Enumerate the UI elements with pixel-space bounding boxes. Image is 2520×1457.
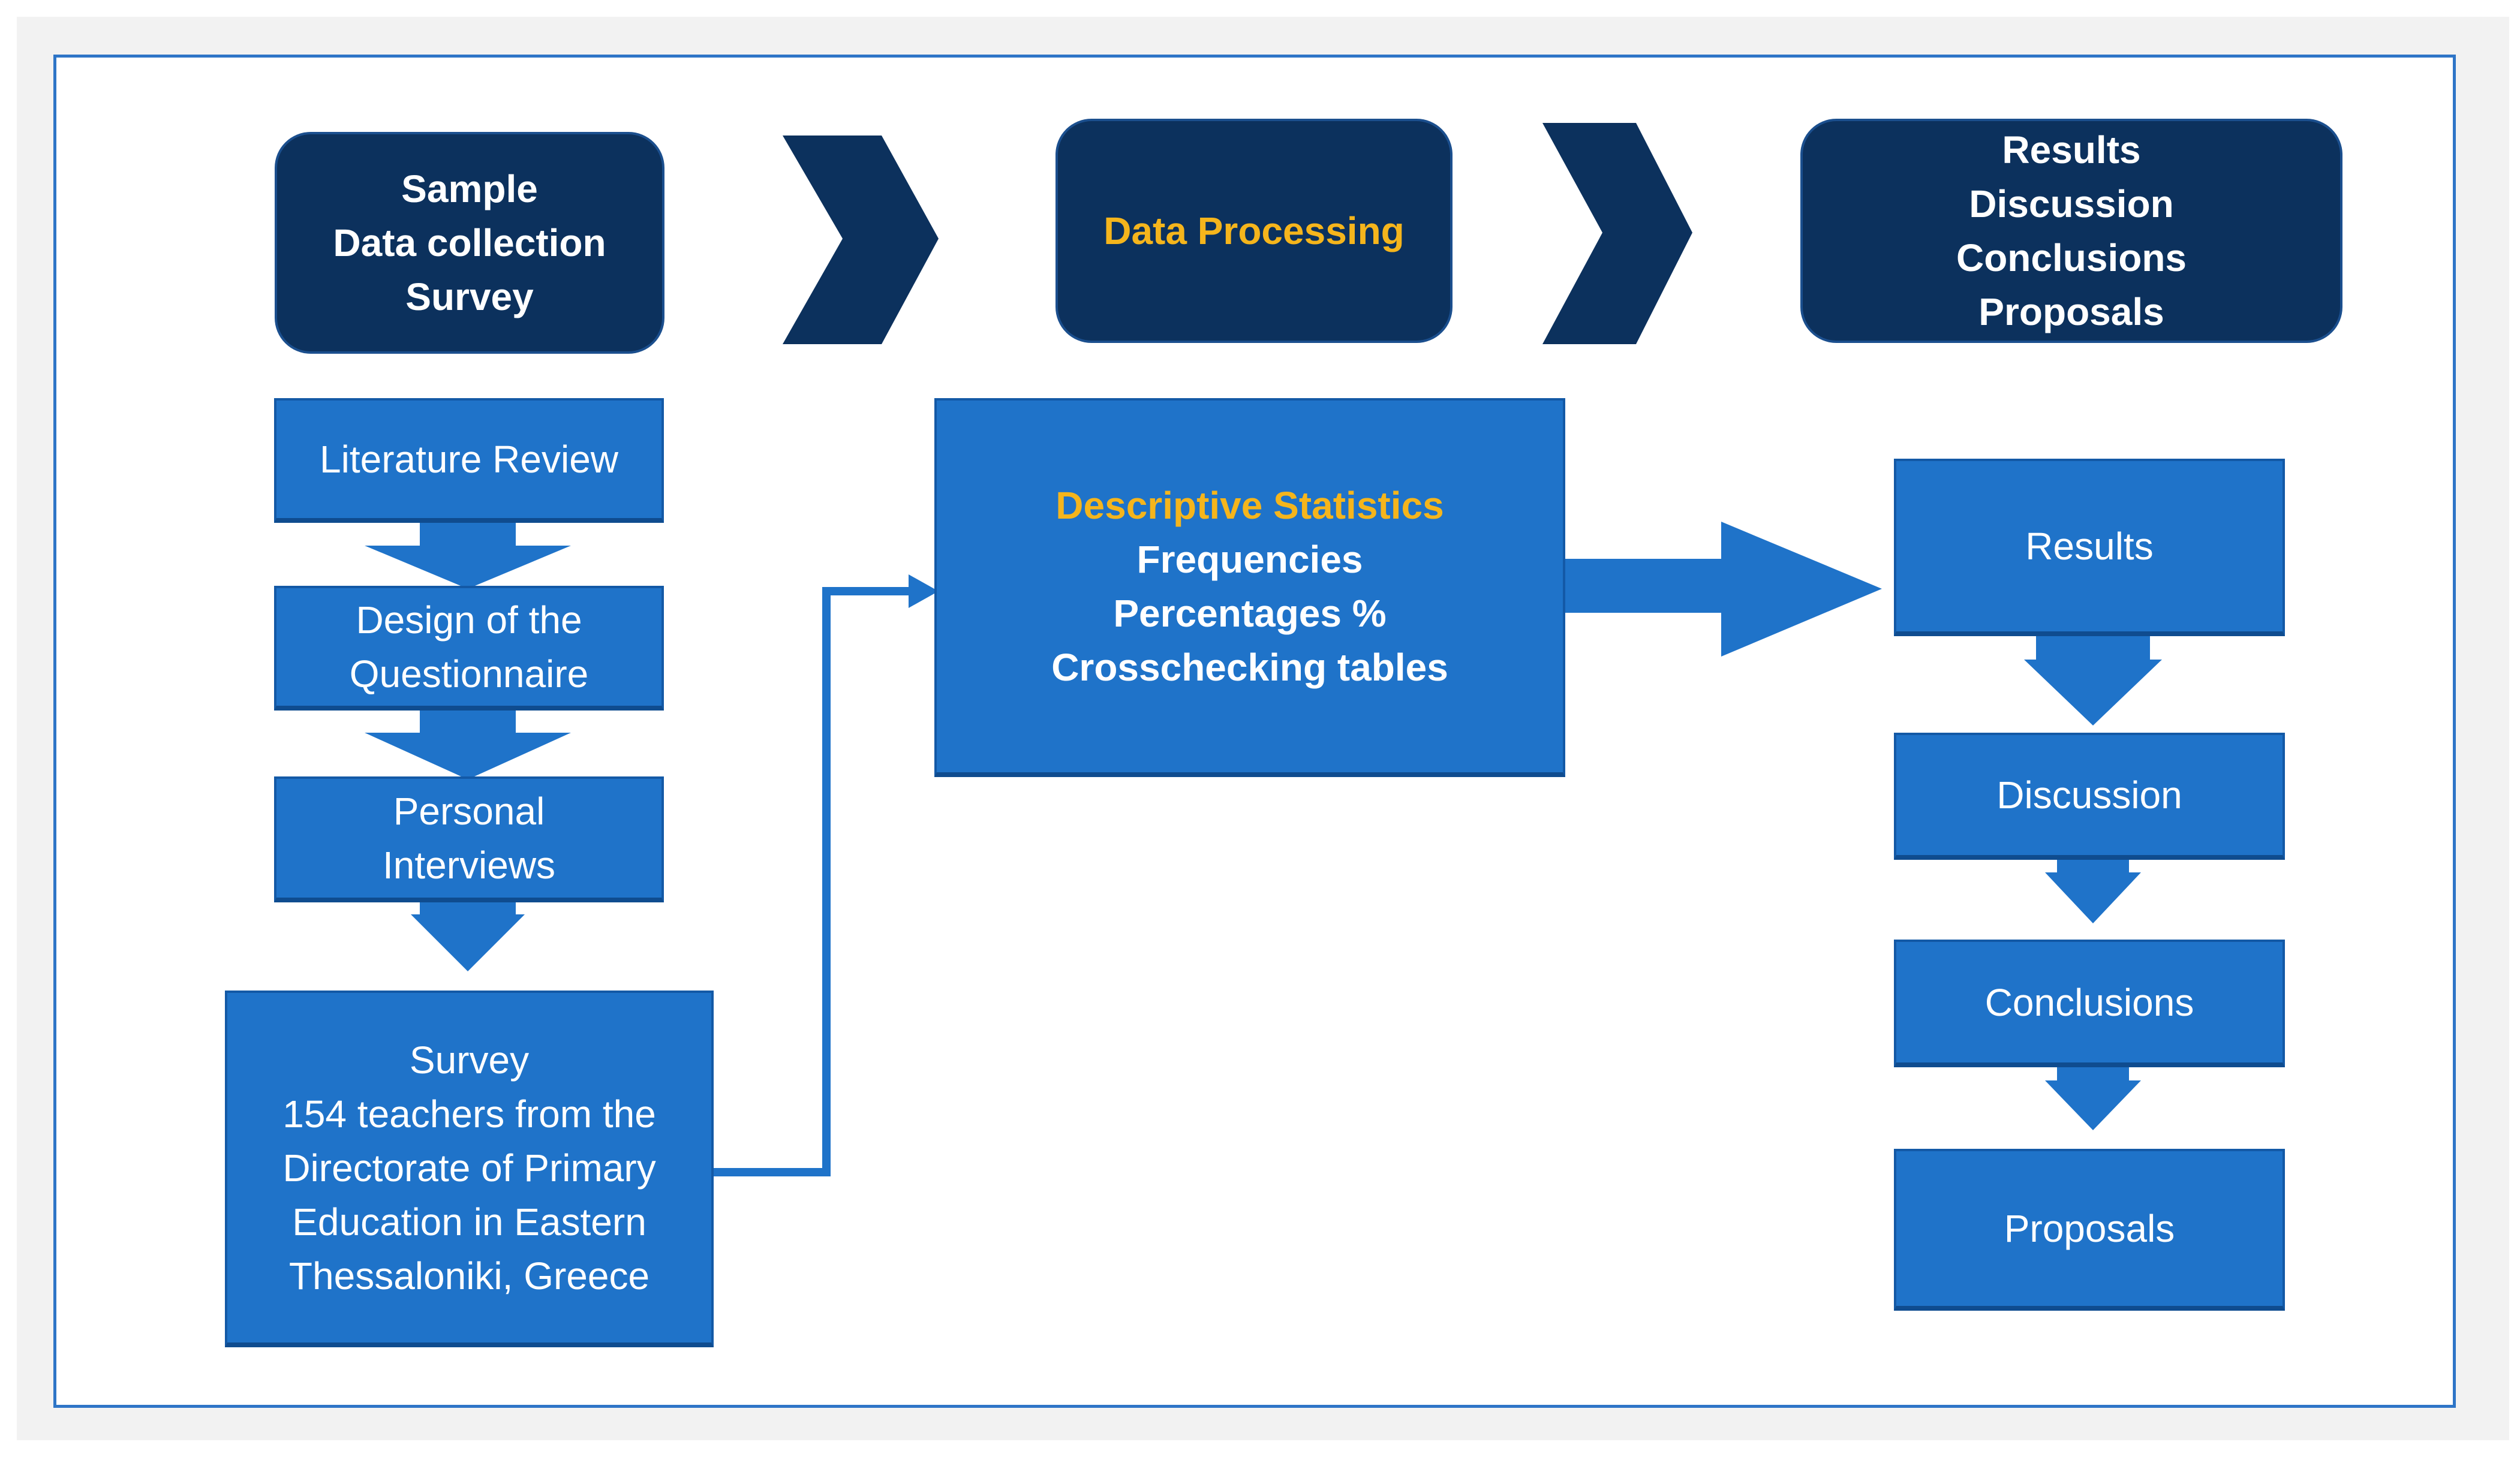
down-arrow-icon xyxy=(365,708,571,779)
header-line: Proposals xyxy=(1978,290,2164,333)
chevron-arrow-icon xyxy=(1542,123,1692,344)
header-line: Conclusions xyxy=(1956,236,2187,279)
box-line: Frequencies xyxy=(1136,538,1363,581)
box-line: Proposals xyxy=(2004,1207,2175,1250)
box-line: Questionnaire xyxy=(349,652,589,696)
down-arrow-icon xyxy=(2045,1066,2141,1130)
box-line: Directorate of Primary xyxy=(282,1146,656,1190)
down-arrow-icon xyxy=(365,522,571,589)
survey-box: Survey 154 teachers from the Directorate… xyxy=(225,991,714,1347)
down-arrow-icon xyxy=(2045,859,2141,923)
box-heading: Descriptive Statistics xyxy=(1055,484,1444,527)
box-line: Education in Eastern xyxy=(292,1200,646,1244)
literature-review-box: Literature Review xyxy=(274,398,664,523)
header-line: Discussion xyxy=(1969,182,2174,225)
box-line: Thessaloniki, Greece xyxy=(288,1254,650,1298)
results-box: Results xyxy=(1894,459,2285,636)
descriptive-statistics-box: Descriptive Statistics Frequencies Perce… xyxy=(934,398,1565,777)
down-arrow-icon xyxy=(2024,634,2162,726)
box-line: Percentages % xyxy=(1113,592,1387,635)
box-line: Literature Review xyxy=(320,438,618,481)
header-step-data-processing: Data Processing xyxy=(1058,121,1450,341)
down-arrow-icon xyxy=(411,899,525,971)
box-line: Survey xyxy=(409,1038,530,1082)
conclusions-box: Conclusions xyxy=(1894,940,2285,1067)
box-line: Conclusions xyxy=(1984,980,2194,1024)
header-line: Sample xyxy=(401,167,538,210)
box-line: 154 teachers from the xyxy=(282,1092,656,1136)
header-line: Data Processing xyxy=(1103,209,1405,252)
proposals-box: Proposals xyxy=(1894,1149,2285,1311)
header-step-results: Results Discussion Conclusions Proposals xyxy=(1803,121,2340,341)
discussion-box: Discussion xyxy=(1894,733,2285,860)
connector-arrowhead-icon xyxy=(909,574,939,608)
box-line: Interviews xyxy=(382,844,556,887)
right-arrow-icon xyxy=(1564,522,1882,657)
personal-interviews-box: Personal Interviews xyxy=(274,776,664,902)
questionnaire-design-box: Design of the Questionnaire xyxy=(274,586,664,711)
box-line: Crosschecking tables xyxy=(1051,646,1448,689)
box-line: Discussion xyxy=(1996,773,2182,817)
header-line: Survey xyxy=(405,275,534,318)
chevron-arrow-icon xyxy=(783,136,939,344)
header-line: Data collection xyxy=(333,221,606,264)
header-line: Results xyxy=(2002,128,2141,171)
box-line: Personal xyxy=(393,790,545,833)
box-line: Design of the xyxy=(356,598,582,642)
elbow-connector-line xyxy=(712,587,912,1176)
box-line: Results xyxy=(2025,525,2154,568)
header-step-sample: Sample Data collection Survey xyxy=(277,134,662,351)
